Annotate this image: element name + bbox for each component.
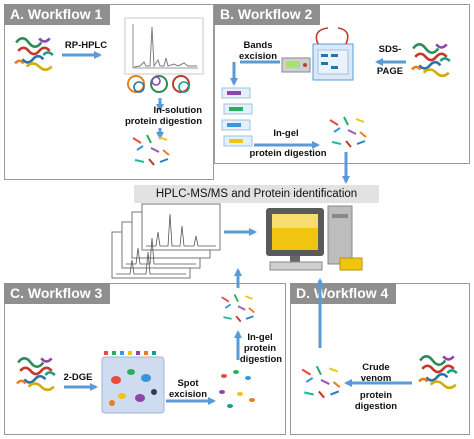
power-supply-icon bbox=[281, 57, 311, 73]
in-solution-label-1: In-solution bbox=[153, 105, 202, 116]
workflow-3-title: C. Workflow 3 bbox=[4, 283, 111, 304]
peptide-fragments-icon bbox=[329, 116, 367, 148]
gel-bands-icon bbox=[221, 87, 253, 147]
protein-structure-icon bbox=[410, 42, 452, 78]
ms-spectra-icon bbox=[111, 203, 221, 279]
rp-hplc-label: RP-HPLC bbox=[64, 40, 108, 51]
crude-venom-label-4: digestion bbox=[354, 401, 398, 412]
workflow-1-title: A. Workflow 1 bbox=[4, 4, 111, 25]
ingel-label-w3-2: protein bbox=[243, 343, 277, 354]
ingel-label-w3-1: In-gel bbox=[247, 332, 273, 343]
crude-venom-label-1: Crude bbox=[362, 362, 390, 373]
hplc-msms-band: HPLC-MS/MS and Protein identification bbox=[134, 185, 379, 203]
workflow-2-panel bbox=[214, 4, 470, 164]
ingel-label-w3-3: digestion bbox=[239, 354, 283, 365]
2d-gel-icon bbox=[101, 351, 165, 414]
crude-venom-label-3: protein bbox=[359, 390, 393, 401]
protein-structure-icon bbox=[15, 356, 57, 392]
workflow-2-title: B. Workflow 2 bbox=[214, 4, 321, 25]
peptide-fragments-icon bbox=[300, 364, 342, 400]
bands-excision-label-1: Bands bbox=[243, 40, 273, 51]
bands-excision-label-2: excision bbox=[238, 51, 278, 62]
sds-page-label-2: PAGE bbox=[376, 66, 404, 77]
peptide-fragments-icon bbox=[220, 293, 256, 323]
computer-icon bbox=[266, 205, 363, 271]
2dge-label: 2-DGE bbox=[63, 372, 93, 383]
peptide-fragments-icon bbox=[131, 133, 171, 167]
protein-structure-icon bbox=[13, 37, 55, 72]
crude-venom-label-2: venom bbox=[360, 373, 392, 384]
protein-structure-icon bbox=[417, 354, 459, 390]
chromatogram-icon bbox=[124, 17, 204, 75]
spot-excision-label-1: Spot bbox=[177, 378, 199, 389]
in-solution-label-2: protein digestion bbox=[124, 116, 202, 127]
protein-fractions-icon bbox=[127, 75, 190, 93]
gel-electrophoresis-icon bbox=[312, 27, 354, 81]
ingel-label-w2-1: In-gel bbox=[273, 128, 299, 139]
sds-page-label-1: SDS- bbox=[378, 44, 402, 55]
spot-excision-label-2: excision bbox=[168, 389, 208, 400]
ingel-label-w2-2: protein digestion bbox=[249, 148, 327, 159]
spots-icon bbox=[219, 370, 255, 408]
